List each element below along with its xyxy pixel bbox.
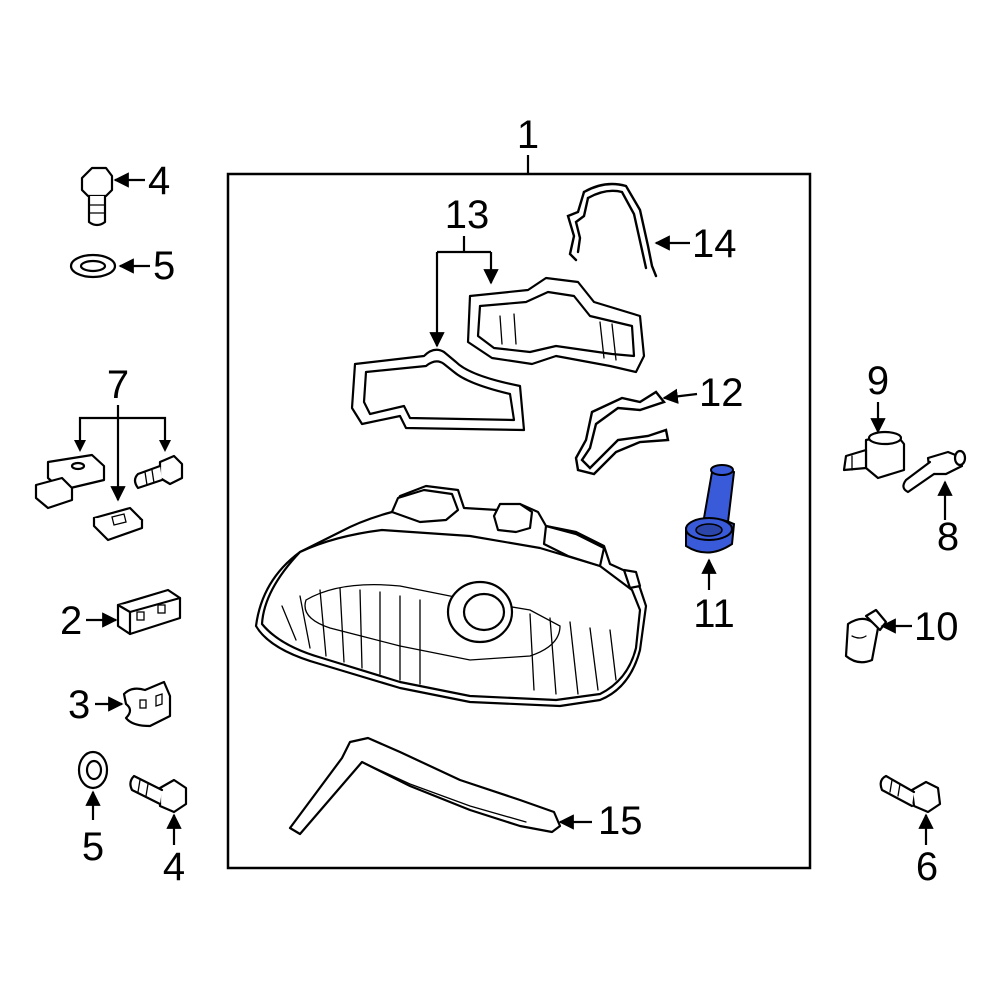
part-7-clip[interactable]	[92, 506, 144, 542]
callout-4-bottom[interactable]: 4	[163, 845, 185, 889]
part-14-wire-clip[interactable]	[566, 182, 658, 278]
callout-4-top[interactable]: 4	[148, 159, 170, 203]
part-13-gasket-right[interactable]	[466, 276, 646, 374]
callout-7[interactable]: 7	[107, 363, 129, 407]
assembly-frame	[226, 172, 812, 870]
callout-8[interactable]: 8	[937, 515, 959, 559]
part-15-trim-strip[interactable]	[288, 736, 562, 836]
lens-texture	[281, 587, 617, 695]
callout-3[interactable]: 3	[68, 683, 90, 727]
part-10-wedge-bulb[interactable]	[844, 608, 888, 664]
part-8-bulb[interactable]	[902, 449, 967, 494]
part-5-washer-bottom[interactable]	[77, 750, 109, 790]
part-6-bolt[interactable]	[879, 774, 942, 814]
part-13-gasket-left[interactable]	[350, 348, 526, 432]
callout-11[interactable]: 11	[693, 592, 735, 636]
part-9-bulb-socket[interactable]	[842, 430, 906, 480]
callout-14[interactable]: 14	[692, 222, 737, 266]
callout-10[interactable]: 10	[914, 605, 959, 649]
callout-1[interactable]: 1	[517, 113, 539, 157]
callout-12[interactable]: 12	[699, 371, 744, 415]
part-11-bolt-highlighted[interactable]	[685, 464, 736, 554]
callout-13[interactable]: 13	[445, 193, 490, 237]
part-7-bolt[interactable]	[133, 454, 184, 490]
callout-5-bottom[interactable]: 5	[82, 825, 104, 869]
callout-2[interactable]: 2	[60, 599, 82, 643]
part-7-nut-clip[interactable]	[34, 453, 106, 510]
part-2-bracket[interactable]	[116, 588, 182, 636]
part-4-bolt-bottom[interactable]	[129, 774, 188, 814]
part-3-clip[interactable]	[122, 680, 172, 728]
callout-5-top[interactable]: 5	[153, 244, 175, 288]
part-4-bolt-top[interactable]	[80, 166, 114, 227]
callout-9[interactable]: 9	[867, 359, 889, 403]
leader-7-branch	[78, 416, 167, 445]
leader-12	[662, 388, 698, 404]
callout-15[interactable]: 15	[598, 799, 643, 843]
part-1-headlamp-assembly[interactable]	[254, 484, 648, 708]
part-5-washer-top[interactable]	[69, 253, 117, 279]
callout-6[interactable]: 6	[916, 845, 938, 889]
part-12-spring-clip[interactable]	[574, 390, 670, 476]
